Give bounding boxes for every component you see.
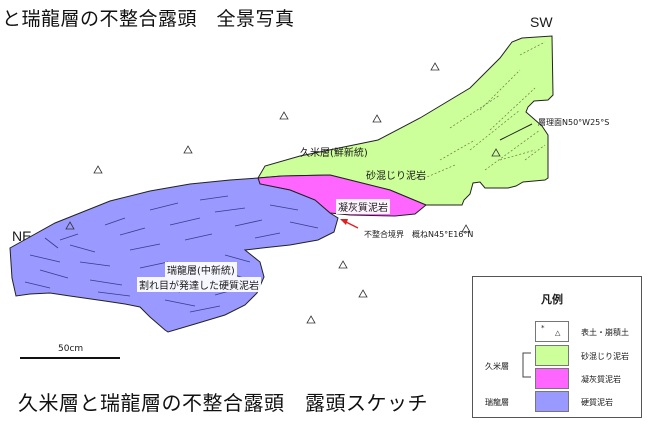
kume-formation-label: 久米層(鮮新統) xyxy=(300,148,368,159)
zuiryu-formation-label: 瑞龍層(中新統) xyxy=(165,262,237,277)
legend-group-bracket xyxy=(522,352,531,378)
bedding-marks xyxy=(419,41,546,181)
photo-title: と瑞龍層の不整合露頭 全景写真 xyxy=(2,8,295,30)
legend-group-kume: 久米層 xyxy=(485,362,509,371)
legend-swatch-hard xyxy=(535,391,569,412)
legend: 凡例 * △ 表土・崩積土 砂混じり泥岩 凝灰質泥岩 硬質泥岩 久米層 瑞龍層 xyxy=(472,276,642,418)
sandy-mudstone-label: 砂混じり泥岩 xyxy=(366,171,426,182)
scale-bar xyxy=(20,357,120,359)
legend-text-topsoil: 表土・崩積土 xyxy=(581,328,629,337)
legend-text-sandy: 砂混じり泥岩 xyxy=(581,352,629,361)
bedding-label: 層理面N50°W25°S xyxy=(538,118,610,127)
legend-swatch-sandy xyxy=(535,345,569,366)
legend-swatch-topsoil: * △ xyxy=(535,321,569,342)
sketch-title: 久米層と瑞龍層の不整合露頭 露頭スケッチ xyxy=(18,391,428,415)
tuffaceous-mudstone-label: 凝灰質泥岩 xyxy=(336,199,390,214)
hard-mudstone-unit xyxy=(9,177,339,333)
legend-text-tuff: 凝灰質泥岩 xyxy=(581,375,621,384)
unconformity-label: 不整合境界 概ねN45°E16°N xyxy=(364,230,474,239)
legend-title: 凡例 xyxy=(541,293,563,306)
scale-label: 50cm xyxy=(58,344,84,354)
zuiryu-description-label: 割れ目が発達した硬質泥岩 xyxy=(137,277,261,292)
topsoil-marks xyxy=(65,62,501,324)
unconformity-arrow xyxy=(340,219,359,229)
bedding-leader xyxy=(499,123,533,141)
legend-group-zuiryu: 瑞龍層 xyxy=(485,398,509,407)
direction-sw: SW xyxy=(530,14,553,30)
legend-swatch-tuff xyxy=(535,368,569,389)
legend-text-hard: 硬質泥岩 xyxy=(581,398,613,407)
sandy-mudstone-unit xyxy=(257,35,554,206)
